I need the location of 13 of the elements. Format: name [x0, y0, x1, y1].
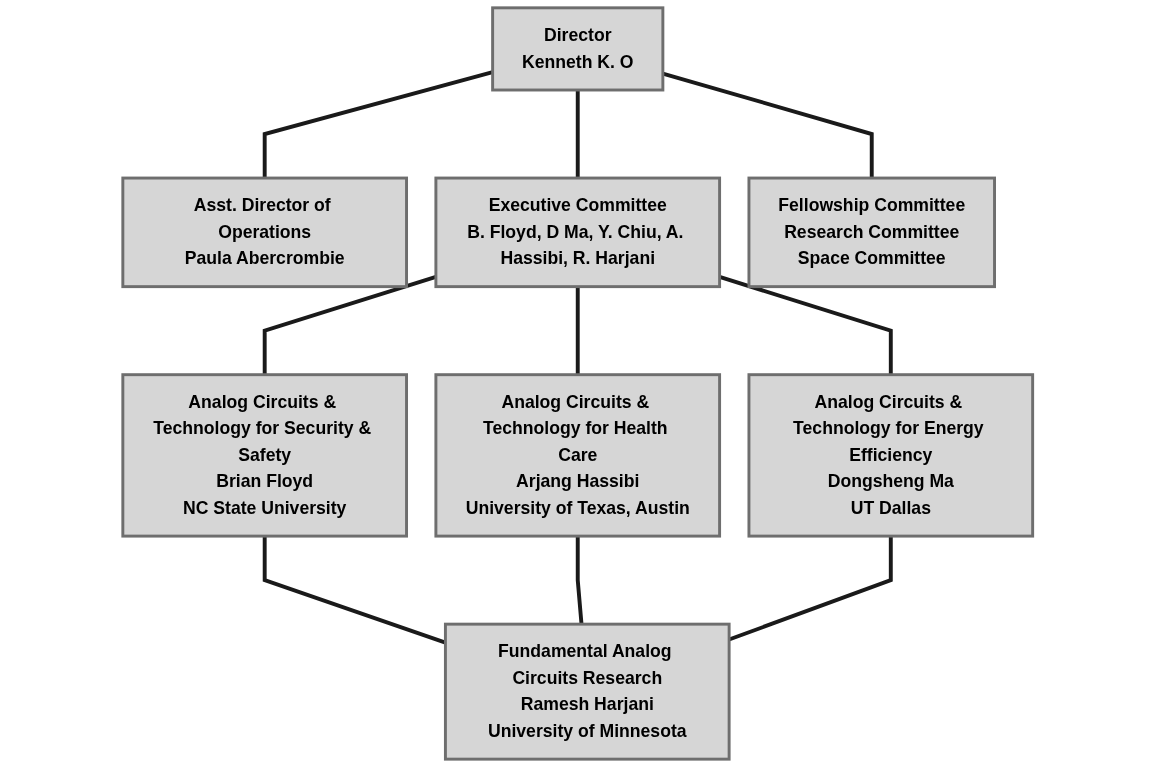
- connector: [576, 536, 584, 625]
- node-box: Asst. Director of Operations Paula Abercrombie: [121, 176, 409, 289]
- node-box: Fundamental Analog Circuits Research Ramesh Harjani University of Minnesota: [444, 622, 731, 761]
- node-box: Fellowship Committee Research Committee Space Committee: [747, 176, 997, 289]
- connector: [719, 275, 893, 375]
- node-box: Executive Committee B. Floyd, D Ma, Y. Chiu, A. Hassibi, R. Harjani: [434, 176, 722, 289]
- node-box: Analog Circuits & Technology for Security & Safety Brian Floyd NC State University: [121, 373, 409, 538]
- connector: [263, 275, 437, 375]
- node-box: Analog Circuits & Technology for Energy Efficiency Dongsheng Ma UT Dallas: [747, 373, 1035, 538]
- node-box: Director Kenneth K. O: [491, 6, 665, 92]
- connector: [576, 286, 580, 375]
- connector: [576, 90, 580, 179]
- node-box: Analog Circuits & Technology for Health Care Arjang Hassibi University of Texas, Austin: [434, 373, 722, 538]
